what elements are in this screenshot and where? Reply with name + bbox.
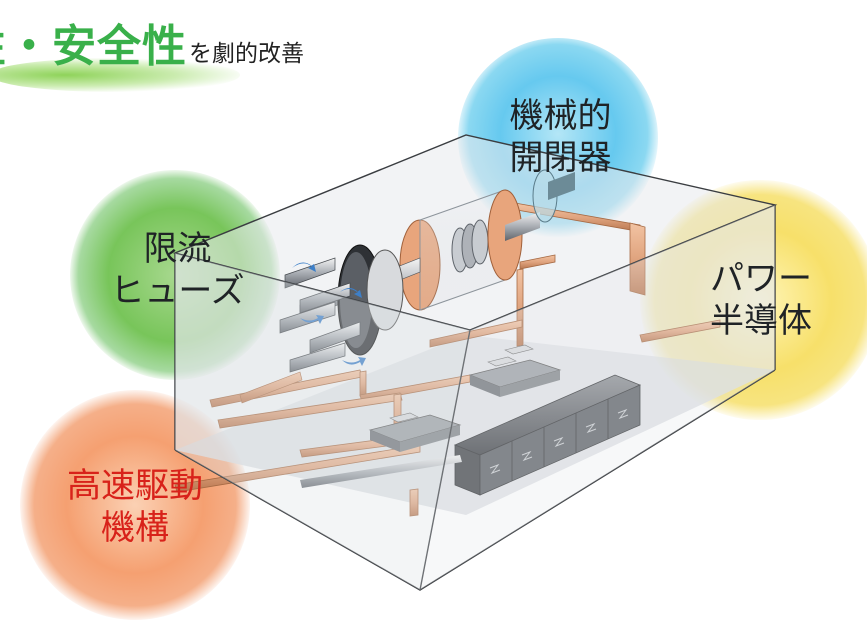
enclosure-front-glass	[175, 253, 470, 590]
breaker-label: 機械的 開閉器	[509, 96, 612, 178]
headline-underline-swash	[0, 58, 240, 92]
fuse-assembly	[279, 244, 421, 373]
enclosure-side-glass	[420, 205, 775, 590]
headline-suffix: を劇的改善	[189, 41, 304, 67]
semiconductor-chips	[368, 344, 562, 452]
drive-rod	[300, 455, 462, 488]
drive-coil-row	[453, 374, 642, 496]
drive-label: 高速駆動 機構	[67, 466, 203, 548]
enclosure-front	[172, 134, 778, 591]
headline-emphasis: 性・安全性	[0, 21, 187, 72]
fuse-label: 限流 ヒューズ	[110, 229, 245, 311]
semiconductor-label: パワー 半導体	[710, 259, 812, 341]
vacuum-interrupter	[399, 169, 575, 311]
headline: 性・安全性を劇的改善	[0, 10, 342, 92]
fuse-lead	[239, 371, 303, 404]
